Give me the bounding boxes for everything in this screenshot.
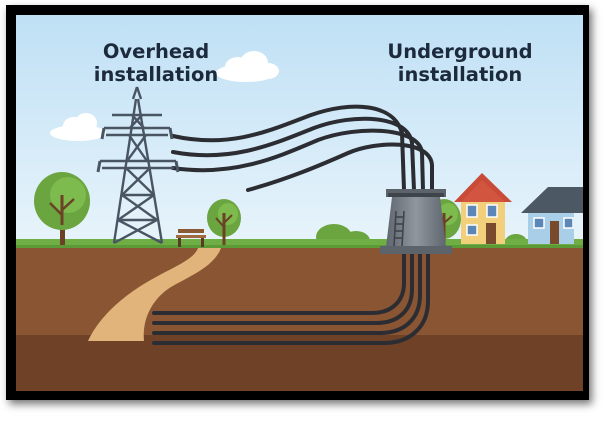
overhead-label-line-2: installation [93, 63, 219, 86]
underground-label-line-2: installation [397, 63, 523, 86]
cloud-icon [50, 113, 106, 141]
underground-cable-3 [152, 251, 422, 335]
underground-label-line-1: Underground [387, 40, 533, 63]
grass [16, 239, 583, 249]
diagram-illustration [16, 15, 583, 391]
cloud-icon [216, 51, 279, 82]
overhead-cable-3 [171, 128, 425, 192]
tree-icon [34, 172, 90, 245]
underground-cable-1 [152, 251, 406, 315]
underground-cables [152, 251, 430, 345]
house-icon [521, 187, 583, 244]
transmission-tower-icon [96, 86, 180, 245]
underground-cable-2 [152, 251, 414, 325]
image-frame: Overhead installation Underground instal… [6, 5, 589, 400]
overhead-cable-1 [171, 104, 406, 192]
overhead-label-line-1: Overhead [102, 40, 210, 63]
bench-icon [176, 229, 206, 247]
overhead-cable-2 [171, 116, 416, 192]
underground-cable-4 [152, 251, 430, 345]
cable-terminal-icon [380, 189, 452, 254]
overhead-cable-4 [246, 142, 434, 192]
dirt-path [88, 248, 221, 341]
diagram-scene: Overhead installation Underground instal… [16, 15, 583, 391]
overhead-cables [171, 104, 434, 192]
overhead-installation-label: Overhead installation [76, 40, 236, 86]
underground-installation-label: Underground installation [362, 40, 558, 86]
house-icon [454, 173, 512, 244]
tree-icon [207, 199, 241, 245]
